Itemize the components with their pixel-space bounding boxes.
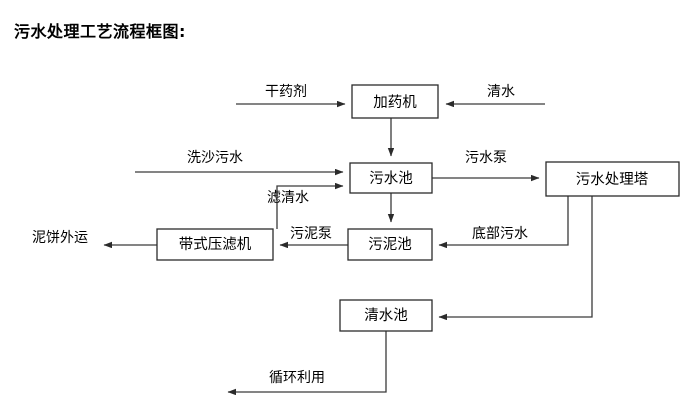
node-clean-water-pool-box — [339, 299, 433, 332]
node-belt-filter-press-label: 带式压滤机 — [179, 236, 252, 253]
node-wastewater-pool-box — [349, 162, 433, 194]
edge-label-recycling-reuse: 循环利用 — [269, 370, 325, 386]
edge-label-wastewater-pump: 污水泵 — [465, 150, 507, 166]
edge-label-dry-chemical: 干药剂 — [265, 84, 307, 100]
edge-label-mud-cake-out: 泥饼外运 — [32, 230, 88, 246]
edge-label-sand-wash-wastewater: 洗沙污水 — [187, 150, 243, 166]
edge-treatment-tower-to-clean-water-pool — [438, 196, 593, 321]
node-dosing-machine-label: 加药机 — [373, 94, 417, 111]
edge-filtered-water-to-wastewater-pool — [276, 182, 344, 229]
node-sludge-pool-box — [347, 228, 433, 261]
edge-treatment-tower-to-sludge-pool — [438, 196, 569, 249]
node-dosing-machine[interactable]: 加药机 — [351, 84, 439, 119]
edge-label-sludge-pump: 污泥泵 — [290, 226, 332, 242]
node-belt-filter-press-box — [156, 228, 274, 261]
node-sludge-pool-label: 污泥池 — [368, 236, 412, 253]
node-belt-filter-press[interactable]: 带式压滤机 — [156, 228, 274, 261]
edge-label-bottom-wastewater: 底部污水 — [472, 226, 528, 242]
node-dosing-machine-box — [351, 84, 439, 119]
node-treatment-tower-box — [545, 161, 680, 197]
edge-label-filtered-clear-water: 滤清水 — [267, 190, 309, 206]
node-treatment-tower[interactable]: 污水处理塔 — [545, 161, 680, 197]
node-wastewater-pool[interactable]: 污水池 — [349, 162, 433, 194]
node-wastewater-pool-label: 污水池 — [369, 170, 413, 187]
edge-clean-water-pool-to-recycling — [227, 331, 387, 396]
node-clean-water-pool[interactable]: 清水池 — [339, 299, 433, 332]
page-title: 污水处理工艺流程框图: — [14, 22, 186, 41]
node-clean-water-pool-label: 清水池 — [364, 307, 408, 324]
node-sludge-pool[interactable]: 污泥池 — [347, 228, 433, 261]
node-treatment-tower-label: 污水处理塔 — [576, 171, 649, 188]
edge-label-clean-water: 清水 — [487, 84, 515, 100]
